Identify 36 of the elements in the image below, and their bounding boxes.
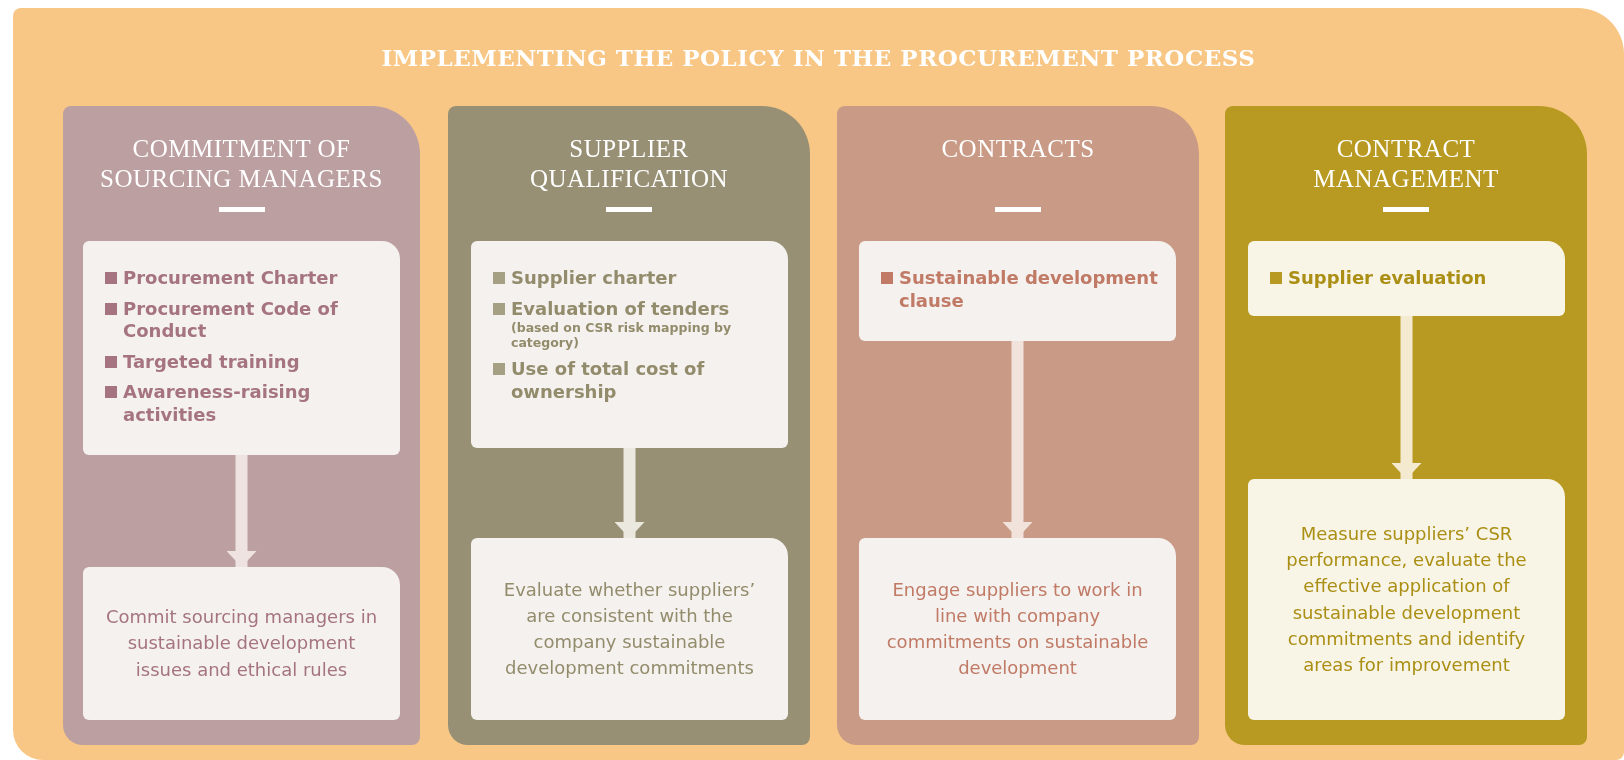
down-arrow [614, 448, 645, 538]
stage-heading: SUPPLIER QUALIFICATION [528, 134, 730, 194]
list-item: Supplier evaluation [1288, 267, 1487, 290]
list-item: Procurement Charter [123, 267, 338, 290]
objective-card [1248, 479, 1565, 720]
objective-card [859, 538, 1176, 720]
list-item: Evaluation of tenders [511, 297, 730, 320]
objective-text: Engage suppliers to work in line with company commitments on sustainable development [885, 577, 1150, 681]
list-item: Use of total cost of ownership [511, 358, 706, 403]
tools-card [859, 241, 1176, 341]
list-item: Supplier charter [511, 267, 677, 290]
item-note: (based on CSR risk mapping by category) [511, 320, 733, 350]
objective-text: Commit sourcing managers in sustainable development issues and ethical rules [104, 605, 379, 682]
list-item: Procurement Code of Conduct [123, 297, 339, 343]
stage-heading: COMMITMENT OF SOURCING MANAGERS [99, 134, 384, 194]
panel-title: IMPLEMENTING THE POLICY IN THE PROCUREMENT PROCESS [380, 44, 1257, 71]
list-item: Targeted training [123, 350, 300, 373]
stage-column [1225, 106, 1587, 745]
objective-card [83, 567, 400, 720]
stage-column [837, 106, 1199, 745]
down-arrow [1391, 316, 1422, 479]
list-item: Sustainable development clause [899, 267, 1159, 312]
stage-heading: CONTRACTS [940, 134, 1096, 164]
list-item: Awareness-raising activities [123, 381, 312, 426]
tools-card [83, 241, 400, 455]
outer-panel [13, 8, 1624, 760]
down-arrow [1002, 341, 1033, 538]
tools-card [471, 241, 788, 448]
stage-column [448, 106, 810, 745]
stage-heading: CONTRACT MANAGEMENT [1312, 134, 1500, 194]
objective-text: Measure suppliers’ CSR performance, evaluate the effective application of sustainable development commitments and identify areas for improvement [1285, 522, 1528, 677]
objective-text: Evaluate whether suppliers’ are consistent with the company sustainable development commitments [502, 577, 757, 681]
stage-column [63, 106, 420, 745]
tools-card [1248, 241, 1565, 316]
objective-card [471, 538, 788, 720]
down-arrow [226, 455, 257, 567]
